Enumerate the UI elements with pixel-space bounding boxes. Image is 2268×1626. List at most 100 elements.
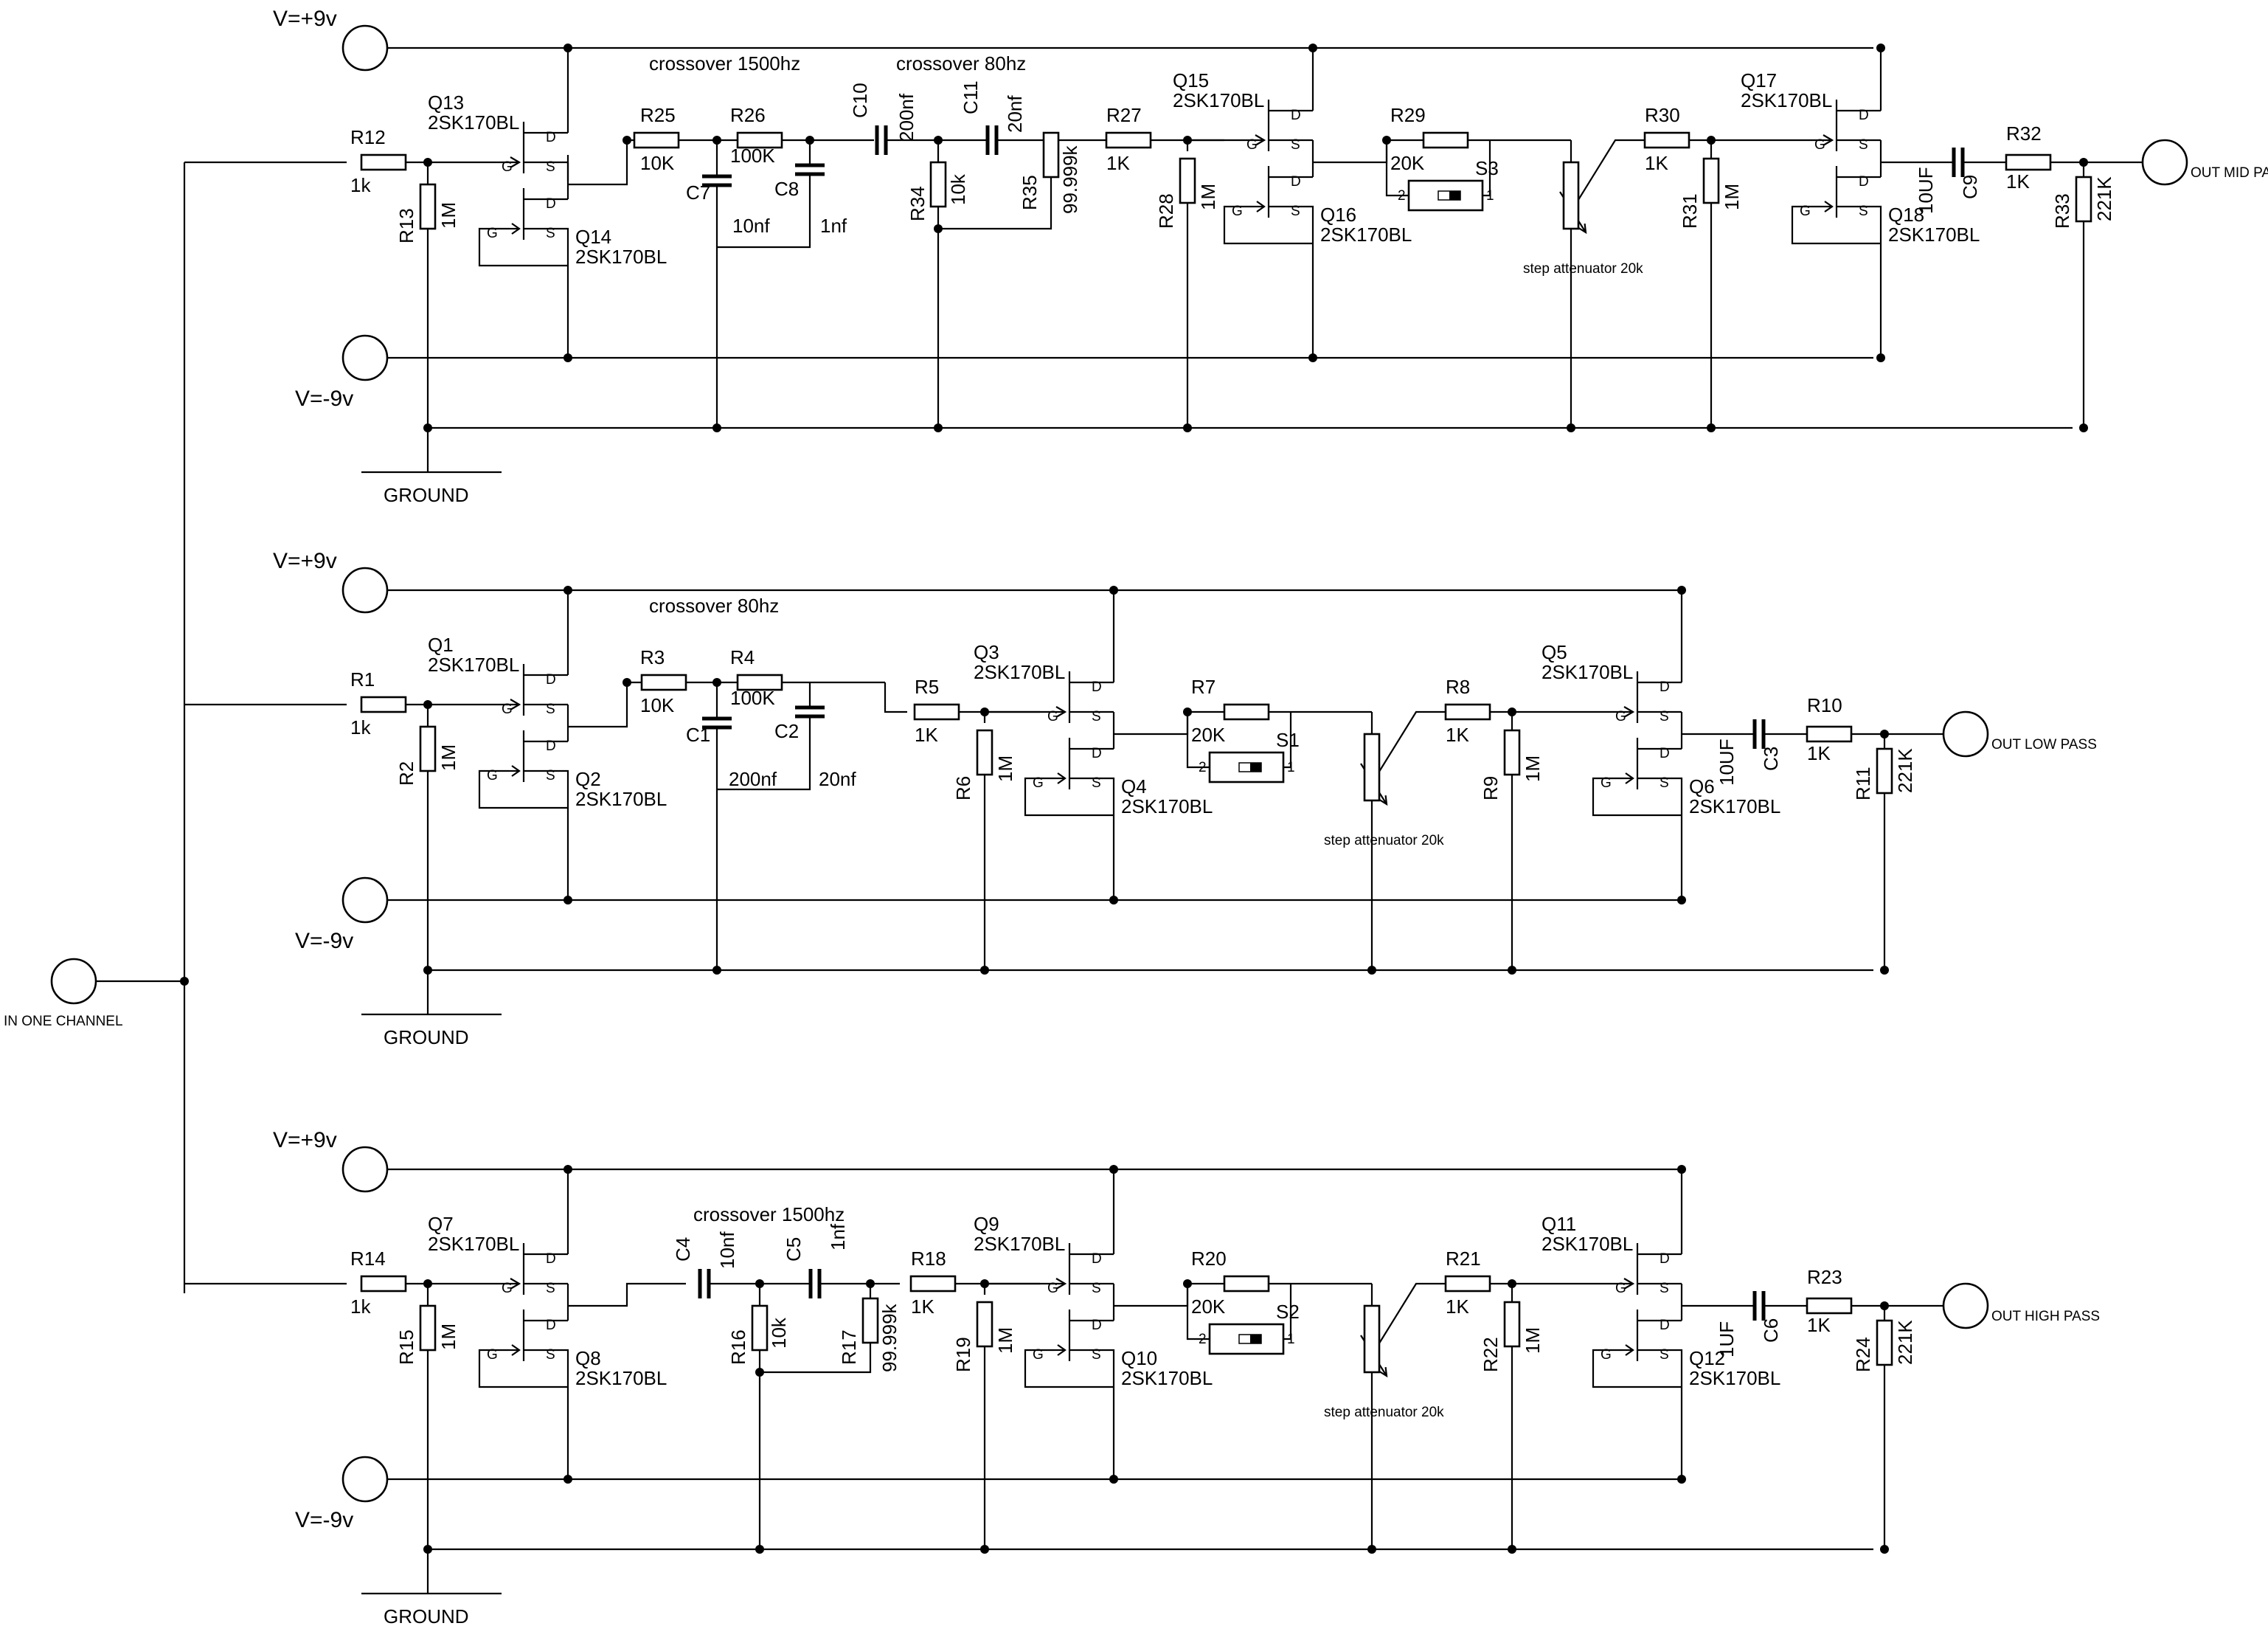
row-low-r-sw-val: 20K <box>1191 724 1226 746</box>
row-mid-wiper-out <box>1567 139 1645 218</box>
row-high-r-in-sh-ref: R15 <box>395 1329 417 1365</box>
row-mid-stage3-top-pin-g: G <box>1814 137 1825 153</box>
row-mid-stage3-bot-gate-tie <box>1791 205 1881 245</box>
row-mid-r-out-sh-val: 1M <box>1721 184 1743 210</box>
row-low-stage2-bot-gate-arrow <box>1057 772 1067 784</box>
row-low-c-b-gap <box>808 708 811 716</box>
row-mid-r-mid-ser-ref: R27 <box>1106 104 1142 126</box>
junction-dot <box>563 353 572 362</box>
row-high-stage2-top-pin-d: D <box>1092 1251 1102 1267</box>
row-high-stage2-bot-pin-g: G <box>1033 1347 1044 1363</box>
row-high-r-sw-ref: R20 <box>1191 1248 1227 1270</box>
row-mid-r-a <box>633 131 680 149</box>
row-low-r-b <box>736 674 783 691</box>
row-mid-stage1-bot-ref: Q14 <box>575 226 611 248</box>
row-low-output-label: OUT LOW PASS <box>1991 737 2097 753</box>
row-mid-c-hp2-ref: C11 <box>960 80 982 114</box>
row-mid-stage2-bot-gate-arrow <box>1256 201 1266 212</box>
row-high-stage3-bot-ref: Q12 <box>1689 1347 1725 1369</box>
row-mid-r-mid-sh-val: 1M <box>1197 184 1219 210</box>
row-mid-r-b <box>736 131 783 149</box>
row-mid-stage3-top-ref: Q17 <box>1741 69 1777 91</box>
junction-dot <box>755 1545 764 1554</box>
row-low-s2-out <box>1114 712 1189 736</box>
row-mid-stage3-bot-part: 2SK170BL <box>1888 224 1980 246</box>
row-high-r-hp1 <box>751 1304 769 1352</box>
row-mid-stage3-bot-pin-d: D <box>1859 174 1869 190</box>
junction-dot <box>2079 423 2088 432</box>
row-high-r-load <box>1876 1319 1893 1366</box>
row-high-stage2-bot-part: 2SK170BL <box>1121 1367 1213 1389</box>
row-low-stage3-bot-part: 2SK170BL <box>1689 795 1780 817</box>
row-mid-vplus-label: V=+9v <box>273 7 337 31</box>
row-low-r-b-ref: R4 <box>730 646 755 668</box>
row-low-switch-ref: S1 <box>1276 729 1300 751</box>
row-mid-r-mid-sh-ref: R28 <box>1155 193 1177 229</box>
wiring <box>96 44 2143 1595</box>
row-low-r-final-ref: R10 <box>1807 694 1842 716</box>
row-high-stage3-bot-gate-arrow <box>1625 1344 1634 1356</box>
row-low-r-b-val: 100K <box>730 687 775 709</box>
junction-dot <box>934 224 943 233</box>
row-low-c-a-gap <box>715 719 718 727</box>
junction-dot <box>423 423 432 432</box>
row-low-r-mid-sh-val: 1M <box>994 755 1016 782</box>
row-low-switch-knob <box>1250 763 1261 772</box>
row-low-stage3-bot-gate-arrow <box>1625 772 1634 784</box>
row-mid-switch-knob <box>1449 191 1460 200</box>
row-mid-sw-left <box>1385 140 1409 197</box>
row-high-c-hp1-val: 10nf <box>716 1231 738 1269</box>
row-mid-stage3-bot-pin-s: S <box>1859 204 1868 219</box>
row-low-to-rms <box>884 682 907 713</box>
row-high-s1-out <box>568 1282 686 1307</box>
row-low-r-out-sh-val: 1M <box>1522 755 1544 782</box>
row-mid-rhp-link <box>937 177 1052 230</box>
row-high-c-hp2-gap <box>811 1282 819 1285</box>
row-low-stage3-top-pin-d: D <box>1660 679 1670 695</box>
junction-dot <box>712 423 721 432</box>
junction-dot <box>1677 1475 1686 1484</box>
junction-dot <box>1677 586 1686 595</box>
row-mid-stage2-bot-pin-g: G <box>1232 204 1243 219</box>
row-high-r-hp1-ref: R16 <box>727 1329 749 1365</box>
row-high-stage1-bot-part: 2SK170BL <box>575 1367 667 1389</box>
row-mid-c-hp1-val: 200nf <box>895 93 918 142</box>
row-mid-pot-wiper-head <box>1578 223 1587 235</box>
row-mid-r-sw-val: 20K <box>1390 152 1425 174</box>
row-mid-r-out-sh <box>1702 157 1720 204</box>
row-mid-r-in <box>360 153 407 171</box>
row-high-stage1-bot-pin-d: D <box>546 1318 556 1333</box>
row-mid-r-final-val: 1K <box>2006 170 2030 193</box>
row-mid-r-load <box>2075 176 2092 223</box>
junction-dot <box>1707 423 1716 432</box>
row-low-stage1-top-part: 2SK170BL <box>428 654 519 676</box>
row-low-r-mid-sh-ref: R6 <box>952 776 974 800</box>
row-low-stage3-bot-pin-s: S <box>1660 775 1669 791</box>
row-high-r-hp2 <box>861 1297 879 1344</box>
row-mid-stage3-top-pin-s: S <box>1859 137 1868 153</box>
row-low-stage2-bot-source <box>1069 777 1115 815</box>
row-high-r-sw <box>1223 1275 1270 1293</box>
row-mid-r-load-val: 221K <box>2093 176 2115 221</box>
row-low-stage3-bot-pin-d: D <box>1660 746 1670 761</box>
junction-dot <box>1367 966 1376 975</box>
row-mid-stage1-top-pin-d: D <box>546 130 556 145</box>
row-mid-r-hp2-val: 99.999k <box>1059 145 1081 214</box>
row-mid-r-in-ref: R12 <box>350 126 386 148</box>
row-low-stage2-top-part: 2SK170BL <box>974 661 1065 683</box>
row-mid-r-out-ser-ref: R30 <box>1645 104 1680 126</box>
row-low-c-b-ref: C2 <box>774 720 799 742</box>
junction-dot <box>623 678 631 687</box>
row-low-stage3-top-pin-g: G <box>1615 709 1626 724</box>
row-low-r-mid-ser-val: 1K <box>915 724 938 746</box>
row-low-ground-label: GROUND <box>384 1026 469 1048</box>
row-mid-r-in-sh <box>419 183 437 230</box>
row-mid-r-b-ref: R26 <box>730 104 766 126</box>
junction-dot <box>563 1165 572 1174</box>
row-mid-stage2-top-gate-arrow <box>1255 134 1266 146</box>
row-low-stage1-bot-part: 2SK170BL <box>575 788 667 810</box>
row-high-sw-left <box>1186 1284 1210 1340</box>
row-low-s1-out <box>568 681 649 728</box>
row-mid-r-b-val: 100K <box>730 145 775 167</box>
row-low-stage2-top-pin-g: G <box>1047 709 1058 724</box>
